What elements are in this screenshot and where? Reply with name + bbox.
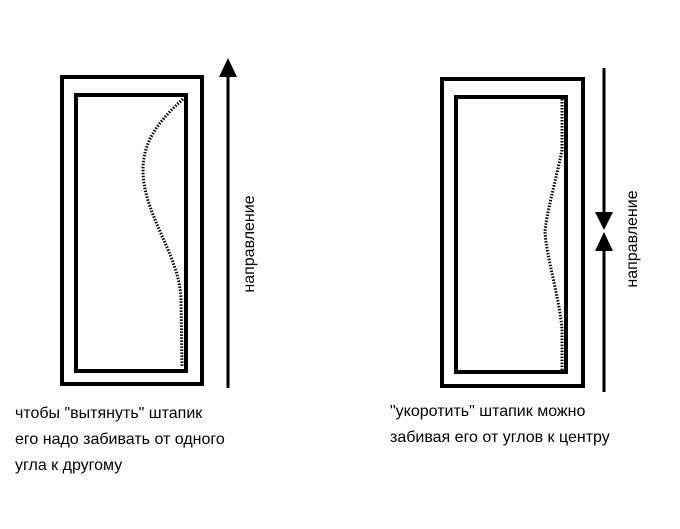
right-arrowhead-up xyxy=(595,232,613,251)
left-caption-line: его надо забивать от одного xyxy=(15,431,225,448)
right-outer-frame xyxy=(440,77,585,388)
right-caption-line: "укоротить" штапик можно xyxy=(390,403,586,420)
right-bead-curve xyxy=(543,99,564,370)
left-arrowhead-up xyxy=(219,58,237,77)
right-direction-label: направление xyxy=(624,190,641,288)
left-direction-label: направление xyxy=(241,195,258,293)
left-caption: чтобы "вытянуть" штапик его надо забиват… xyxy=(15,401,225,479)
left-outer-frame xyxy=(60,75,204,386)
left-window xyxy=(60,58,237,388)
left-bead-curve xyxy=(141,97,185,368)
right-caption-line: забивая его от углов к центру xyxy=(390,429,610,446)
right-inner-frame xyxy=(454,95,568,374)
right-caption: "укоротить" штапик можно забивая его от … xyxy=(390,399,610,451)
left-inner-frame xyxy=(74,93,188,373)
right-arrowhead-down xyxy=(595,212,613,230)
left-caption-line: угла к другому xyxy=(15,457,123,474)
left-caption-line: чтобы "вытянуть" штапик xyxy=(15,405,203,422)
right-window xyxy=(440,68,613,392)
